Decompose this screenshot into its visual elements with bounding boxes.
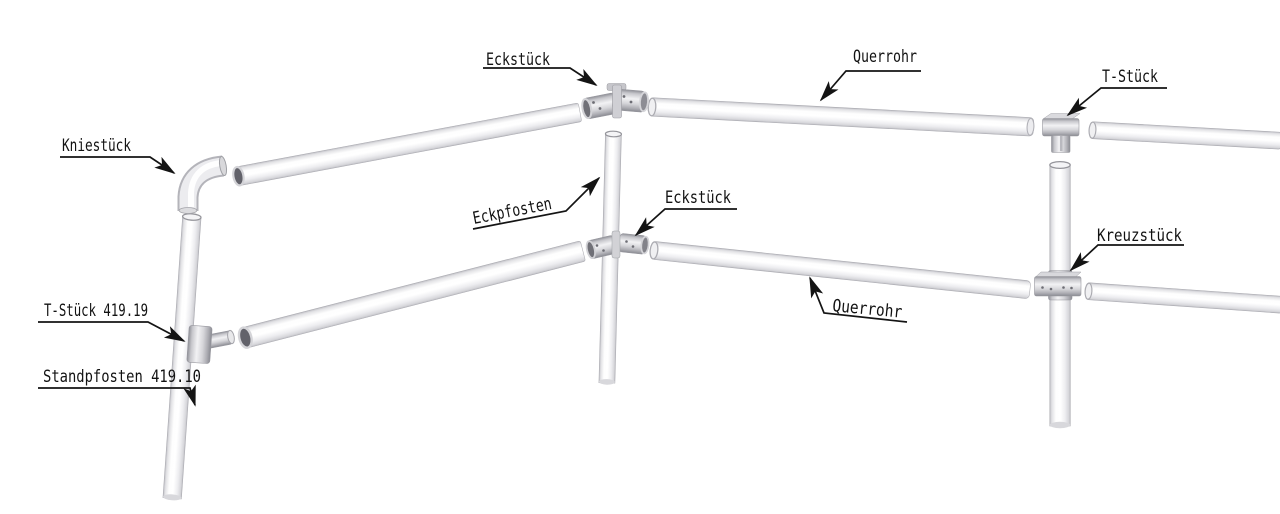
screw <box>631 245 635 248</box>
leader-standpfosten-419 <box>38 384 196 407</box>
screw <box>1041 286 1044 289</box>
socket-open-end <box>639 91 649 113</box>
kreuzstueck-fitting <box>1034 270 1082 301</box>
label-kniestueck: Kniestück <box>62 136 131 156</box>
pipe-end-cap <box>1084 282 1093 300</box>
open-pipe-end <box>232 165 245 187</box>
leader-kreuzstueck <box>1069 244 1184 272</box>
middle-post-bottom-cap <box>598 379 615 385</box>
t-fitting-top-face <box>1042 113 1081 120</box>
stub-end-cap <box>227 329 235 345</box>
cross-bar <box>1034 276 1082 297</box>
open-pipe-end <box>237 326 253 349</box>
label-kreuzstueck: Kreuzstück <box>1097 226 1182 246</box>
rail-tube <box>1089 121 1280 150</box>
eckstueck-top-fitting <box>581 83 649 120</box>
rail-tube <box>234 102 582 186</box>
label-querrohr-top: Querrohr <box>853 47 917 67</box>
socket-open-end <box>581 98 593 120</box>
standpfosten-left-post <box>162 213 202 501</box>
screw <box>1070 286 1073 290</box>
t-fitting-seam <box>1060 136 1063 151</box>
leader-eckpfosten <box>472 176 601 230</box>
querrohr-lower-right-1 <box>649 241 1031 299</box>
querrohr-lower-right-2 <box>1084 282 1280 314</box>
leader-eckstueck-mid <box>634 208 737 237</box>
screw <box>598 107 602 110</box>
querrohr-top-right-2 <box>1088 121 1280 150</box>
left-post-bottom-cap <box>163 494 182 501</box>
label-eckstueck-top: Eckstück <box>486 50 550 70</box>
t-fitting-sleeve <box>186 325 213 364</box>
screw <box>622 95 626 98</box>
leader-lines <box>38 67 1184 407</box>
screw <box>592 101 595 104</box>
middle-post-top-cap <box>604 130 623 138</box>
leader-eckstueck-top <box>483 67 598 87</box>
label-eckpfosten: Eckpfosten <box>471 194 553 229</box>
screw <box>625 240 628 243</box>
querrohr-top-left <box>232 102 582 187</box>
elbow-end-face <box>178 207 198 214</box>
screw <box>595 244 599 247</box>
pipe-end-cap <box>647 97 657 117</box>
t-fitting-bar <box>1042 118 1080 137</box>
label-standpfosten-419-10: Standpfosten 419.10 <box>43 367 201 387</box>
leader-t-stueck-top <box>1066 87 1167 117</box>
rail-tube <box>239 240 586 349</box>
screw <box>629 100 633 104</box>
screw <box>1049 287 1053 291</box>
label-eckstueck-mid: Eckstück <box>665 188 731 208</box>
socket-open-end <box>585 240 596 259</box>
socket-open-end <box>640 235 650 255</box>
label-querrohr-mid: Querrohr <box>832 296 904 323</box>
pipe-end-cap <box>649 241 659 260</box>
kniestueck-elbow <box>177 155 228 214</box>
screw <box>1062 286 1065 289</box>
eckstueck-mid-fitting <box>585 230 650 259</box>
t-stueck-419-19-fitting <box>186 325 235 364</box>
corner-hinge <box>611 230 621 259</box>
pipe-end-cap <box>1026 117 1035 136</box>
leader-kniestueck <box>60 156 176 175</box>
elbow-end-face <box>218 156 228 176</box>
t-stueck-top-fitting <box>1042 113 1081 153</box>
pipe-end-cap <box>1088 121 1097 139</box>
left-post-top-cap <box>181 213 202 221</box>
rail-tube <box>1085 282 1280 314</box>
leader-t-stueck-419 <box>38 321 186 342</box>
querrohr-lower-left <box>237 240 586 349</box>
rail-tube <box>650 241 1031 299</box>
right-post-bottom-cap <box>1049 421 1071 429</box>
leader-querrohr-top <box>819 70 921 102</box>
label-t-stueck-419-19: T-Stück 419.19 <box>44 301 148 321</box>
eckpfosten-middle-post <box>598 130 623 385</box>
corner-hinge <box>612 84 622 119</box>
querrohr-top-right-1 <box>647 97 1035 137</box>
leader-querrohr-mid <box>809 276 908 323</box>
rail-tube <box>648 97 1035 137</box>
screw <box>602 249 605 252</box>
elbow-highlight <box>188 160 222 207</box>
right-post-top-cap <box>1049 160 1071 170</box>
label-t-stueck-top: T-Stück <box>1102 67 1158 87</box>
